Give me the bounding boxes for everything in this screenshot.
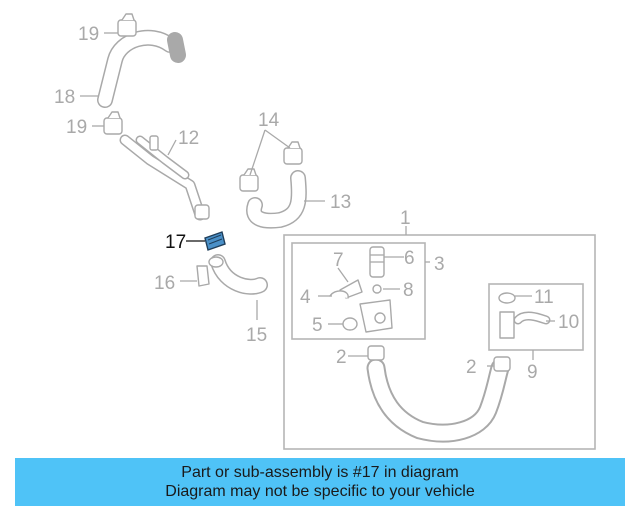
banner-line-2: Diagram may not be specific to your vehi… bbox=[165, 483, 475, 500]
callout-18: 18 bbox=[54, 87, 75, 108]
callout-17: 17 bbox=[165, 232, 186, 253]
callout-7: 7 bbox=[333, 250, 344, 271]
clamp-2-right bbox=[493, 356, 511, 372]
callout-19-top: 19 bbox=[78, 24, 99, 45]
hose-15 bbox=[208, 254, 268, 295]
callout-8: 8 bbox=[403, 280, 414, 301]
valve-assembly-6 bbox=[369, 246, 385, 278]
callout-16: 16 bbox=[154, 273, 175, 294]
callout-6: 6 bbox=[404, 248, 415, 269]
clamp-19-mid bbox=[103, 111, 123, 135]
housing bbox=[359, 299, 393, 333]
clamp-2-left bbox=[367, 345, 385, 361]
callout-14: 14 bbox=[258, 110, 280, 131]
clamp-14-left bbox=[239, 168, 259, 192]
main-hose bbox=[366, 358, 510, 443]
leader-lines bbox=[80, 32, 555, 367]
callout-labels: 19 18 19 12 14 13 17 16 15 1 6 3 7 8 4 5… bbox=[54, 24, 579, 383]
callout-10: 10 bbox=[558, 312, 579, 333]
hose-13 bbox=[246, 170, 307, 229]
callout-5: 5 bbox=[312, 315, 323, 336]
callout-2-right: 2 bbox=[466, 357, 477, 378]
info-banner: Part or sub-assembly is #17 in diagram D… bbox=[15, 458, 625, 506]
seal-11 bbox=[498, 292, 516, 304]
assembly-box-9 bbox=[488, 283, 584, 351]
o-ring-5 bbox=[342, 317, 358, 331]
callout-19-mid: 19 bbox=[66, 117, 87, 138]
banner-line-1: Part or sub-assembly is #17 in diagram bbox=[181, 464, 459, 481]
callout-2-left: 2 bbox=[336, 347, 347, 368]
callout-3: 3 bbox=[434, 254, 445, 275]
pipe-10 bbox=[513, 311, 551, 325]
callout-1: 1 bbox=[400, 208, 411, 229]
callout-9: 9 bbox=[527, 362, 538, 383]
o-ring-4 bbox=[329, 290, 349, 299]
callout-15: 15 bbox=[246, 325, 267, 346]
assembly-box-3 bbox=[291, 242, 426, 340]
assembly-box-1 bbox=[283, 234, 596, 450]
clamp-14-right bbox=[283, 141, 303, 165]
callout-4: 4 bbox=[300, 287, 311, 308]
parts-diagram: 19 18 19 12 14 13 17 16 15 1 6 3 7 8 4 5… bbox=[54, 13, 596, 450]
callout-13: 13 bbox=[330, 192, 351, 213]
clamp-19-top bbox=[117, 13, 137, 37]
seal-8 bbox=[372, 284, 382, 294]
part-17-highlighted bbox=[204, 231, 226, 251]
callout-12: 12 bbox=[178, 128, 199, 149]
connector-9 bbox=[499, 311, 515, 339]
part-16 bbox=[196, 265, 210, 287]
pipe-12 bbox=[119, 134, 210, 221]
upper-hose-18 bbox=[97, 29, 186, 108]
callout-11: 11 bbox=[534, 287, 554, 308]
